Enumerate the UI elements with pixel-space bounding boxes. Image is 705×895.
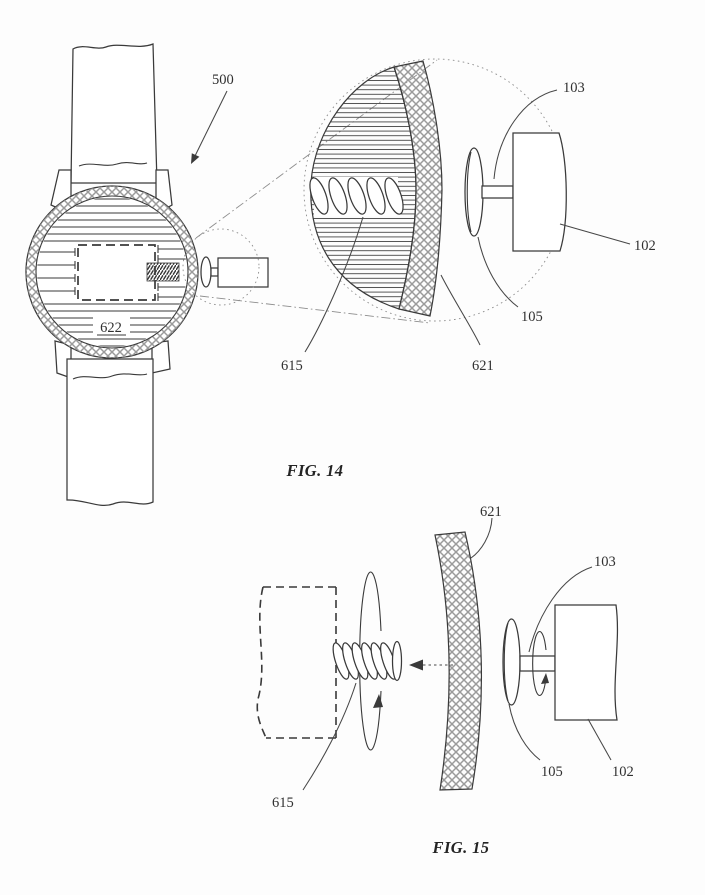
- disc-small: [200, 256, 212, 288]
- housing-wall-621-magnified: [393, 60, 443, 317]
- ref-label-103-fig15: 103: [594, 554, 616, 570]
- motor-102-fig15: [554, 604, 619, 721]
- watch-strap-bottom-stitch-line: [72, 373, 148, 380]
- spring-coil-inplace: [146, 262, 180, 282]
- display-622-dashed-outline: [77, 244, 156, 301]
- watch-strap-top-stitch-line: [78, 162, 148, 167]
- rotation-arrowhead-large: [373, 694, 383, 708]
- ref-label-105-fig15: 105: [541, 764, 563, 780]
- motor-body-small: [217, 257, 269, 288]
- housing-wall-621-fig15: [434, 531, 482, 791]
- magnified-view: [309, 60, 567, 317]
- motor-102: [512, 132, 567, 252]
- electrode-comb-left: [37, 248, 76, 295]
- leader-621: [440, 274, 481, 346]
- ref-label-622: 622: [100, 320, 122, 336]
- actuator-assembly-small: [200, 256, 269, 288]
- ref-label-615: 615: [281, 358, 303, 374]
- motion-arrowhead: [409, 659, 423, 671]
- shaft-small: [210, 267, 219, 277]
- callout-cone-line-bottom: [199, 295, 431, 324]
- watch-500: 622: [25, 43, 199, 506]
- ref-label-621-fig15: 621: [480, 504, 502, 520]
- shaft-103: [481, 185, 514, 199]
- ref-label-102-fig15: 102: [612, 764, 634, 780]
- actuator-assembly-fig15: [502, 604, 619, 721]
- figure-14: 622: [25, 43, 656, 506]
- ref-label-615-fig15: 615: [272, 795, 294, 811]
- ref-label-105: 105: [521, 309, 543, 325]
- disc-105-edge-fig15: [503, 622, 509, 702]
- actuator-assembly-magnified: [464, 132, 567, 252]
- spring-615-fig15: [332, 640, 403, 682]
- disc-105-fig15: [502, 618, 521, 706]
- watch-case-inner: [35, 195, 189, 349]
- leader-102: [559, 223, 631, 245]
- leader-615: [304, 216, 364, 353]
- watch-strap-top: [70, 43, 158, 184]
- fig15-caption: FIG. 15: [432, 838, 490, 857]
- callout-source-circle: [182, 228, 260, 306]
- leader-103: [493, 89, 558, 180]
- watch-face-lines: [37, 198, 187, 347]
- leader-102-fig15: [587, 718, 612, 761]
- leader-500-arrow: [193, 90, 228, 159]
- disc-105-edge: [466, 151, 472, 233]
- shaft-103-fig15: [519, 655, 556, 672]
- display-block-dashed: [256, 586, 337, 739]
- spring-615-magnified: [309, 177, 404, 215]
- leader-615-fig15: [302, 682, 357, 791]
- ref-label-621: 621: [472, 358, 494, 374]
- leader-105-fig15: [508, 703, 541, 761]
- fig14-caption: FIG. 14: [286, 461, 344, 480]
- ref-label-500: 500: [212, 72, 234, 88]
- ref-label-103: 103: [563, 80, 585, 96]
- rotation-arrow-small: [532, 630, 547, 697]
- rotation-arrowhead-small: [541, 673, 549, 684]
- leader-105: [477, 236, 519, 308]
- leader-621-fig15: [470, 517, 493, 559]
- watch-strap-bottom: [66, 358, 154, 506]
- leader-500-arrowhead: [191, 153, 200, 164]
- spring-end-cap: [391, 640, 403, 682]
- leader-103-fig15: [528, 566, 593, 653]
- ref-label-102: 102: [634, 238, 656, 254]
- electrode-comb-right: [157, 245, 187, 301]
- figure-15: 621 103 105 102 615 FIG. 15: [256, 504, 634, 857]
